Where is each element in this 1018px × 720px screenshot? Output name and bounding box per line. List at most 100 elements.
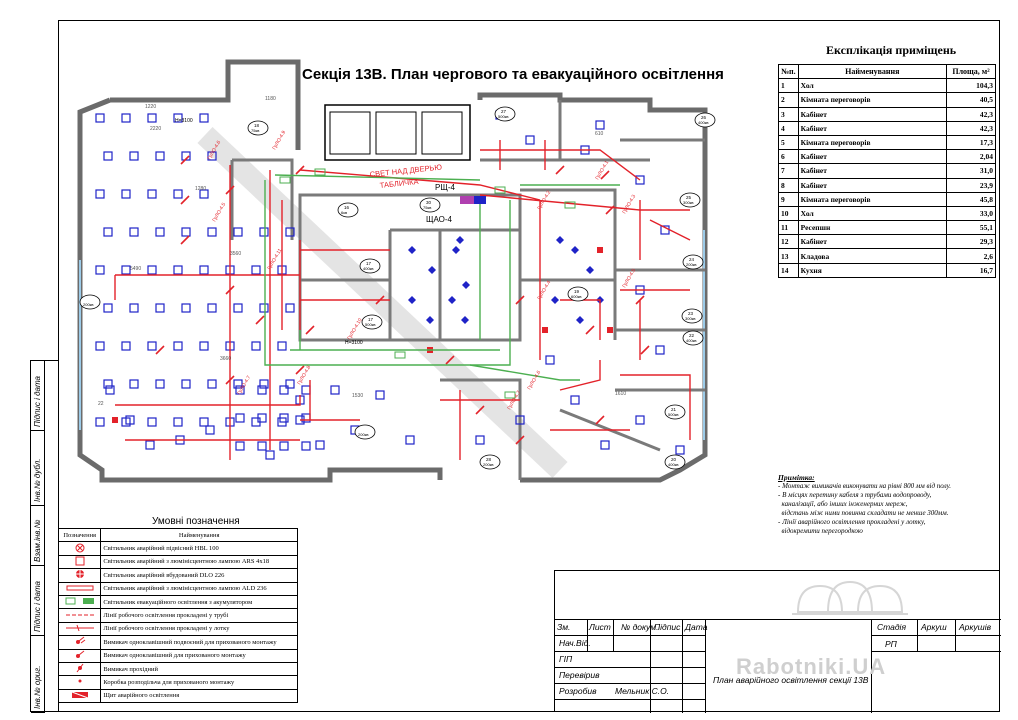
room-area: 23,9 [946,177,996,193]
emergency-recessed-icon [57,568,102,583]
side-strip-label: Підпис і дата [33,581,42,632]
switch-mark [155,345,165,355]
room-tag-number: 17 [368,317,374,322]
luminaire [155,227,165,237]
luminaire [129,151,139,161]
switch-mark [375,295,385,305]
luminaire [233,379,243,389]
luminaire [515,415,525,425]
evacuation-luminaire [504,391,516,399]
switch-mark [635,295,645,305]
wall [300,228,520,340]
luminaire [95,189,105,199]
room-name: Кімната переговорів [797,92,948,108]
luminaire [265,450,275,460]
room-tag-number: 18 [254,123,260,128]
evacuation-line [469,364,580,381]
luminaire [375,390,385,400]
room-tag-area: 300кв [685,316,696,321]
room-tag [664,454,686,470]
luminaire [235,441,245,451]
legend-text: Коробка розподільча для прихованого монт… [100,675,298,690]
luminaire [147,341,157,351]
switch-mark [295,365,305,375]
evacuation-line [264,180,511,366]
luminaire [233,227,243,237]
luminaire-diamond [556,236,564,244]
lighting-panel [474,196,486,204]
legend-header-name: Найменування [100,527,298,543]
switch-mark [515,435,525,445]
luminaire [285,379,295,389]
room-tag [79,294,101,310]
luminaire [155,151,165,161]
room-name: Хол [797,205,948,222]
room-name: Ресепшн [797,220,948,236]
room-tag-area: 200кв [83,302,94,307]
note-line: - Лінії аварійного освітлення прокладені… [778,518,926,526]
dimension-text: 5490 [130,266,141,272]
panel-label: ЩАО-4 [426,215,453,224]
luminaire [129,303,139,313]
shaft [421,111,463,155]
side-strip-cell [31,361,45,431]
luminaire [257,413,267,423]
luminaire [121,341,131,351]
room-tag [494,106,516,122]
room-area: 17,3 [946,134,996,151]
room-name: Кабінет [797,177,948,193]
room-tag-number: 26 [701,115,707,120]
dimension-text: 1530 [352,393,363,399]
luminaire [147,113,157,123]
luminaire [121,113,131,123]
room-area: 55,1 [946,220,996,236]
stamp-header-doc: № докум. [621,622,659,632]
shaft [375,111,417,155]
luminaire [199,417,209,427]
emergency-line [479,194,690,211]
emergency-panel [460,196,474,204]
switch-mark [180,195,190,205]
room-tag-number: 30 [426,200,432,205]
junction-box [542,327,548,333]
legend-row: Вимикач прохідний [57,661,298,677]
switch-single-icon [57,635,102,650]
stamp-role-gip: ГІП [559,654,573,664]
room-number: 11 [778,220,799,236]
emergency-line [620,289,690,360]
emergency-line [299,169,541,201]
dimension-text: 22 [98,401,104,407]
height-mark: Н=3100 [175,118,193,124]
room-tag-number: 17 [366,261,372,266]
luminaire-diamond [461,316,469,324]
legend-text: Лінії робочого освітлення прокладені у т… [100,608,298,623]
luminaire [95,417,105,427]
luminaire [475,435,485,445]
luminaire [125,415,135,425]
room-area: 2,04 [946,149,996,165]
luminaire [199,113,209,123]
luminaire [251,341,261,351]
luminaire [233,303,243,313]
room-tag [681,308,703,324]
room-tag-area: 200кв [483,462,494,467]
luminaire [181,227,191,237]
note-line: - Монтаж вимикачів виконувати на рівні 8… [778,482,951,490]
stamp-role-head: Нач.Від. [559,638,591,648]
legend-row: Лінії робочого освітлення прокладені у л… [57,621,298,637]
emergency-line [639,200,691,260]
room-area: 40,5 [946,92,996,108]
legend-text: Світильник аварійний з люмінісцентною ла… [100,581,298,596]
room-number: 8 [778,177,799,193]
title-block: Зм. Лист № докум. Підпис Дата Нач.Від. Г… [554,570,1001,713]
luminaire [207,303,217,313]
legend-row: Вимикач одноклавішний подвоєний для прих… [57,635,298,650]
legend-text: Світильник евакуаційного освітлення з ак… [100,594,298,610]
room-name: Кімната переговорів [797,134,948,151]
